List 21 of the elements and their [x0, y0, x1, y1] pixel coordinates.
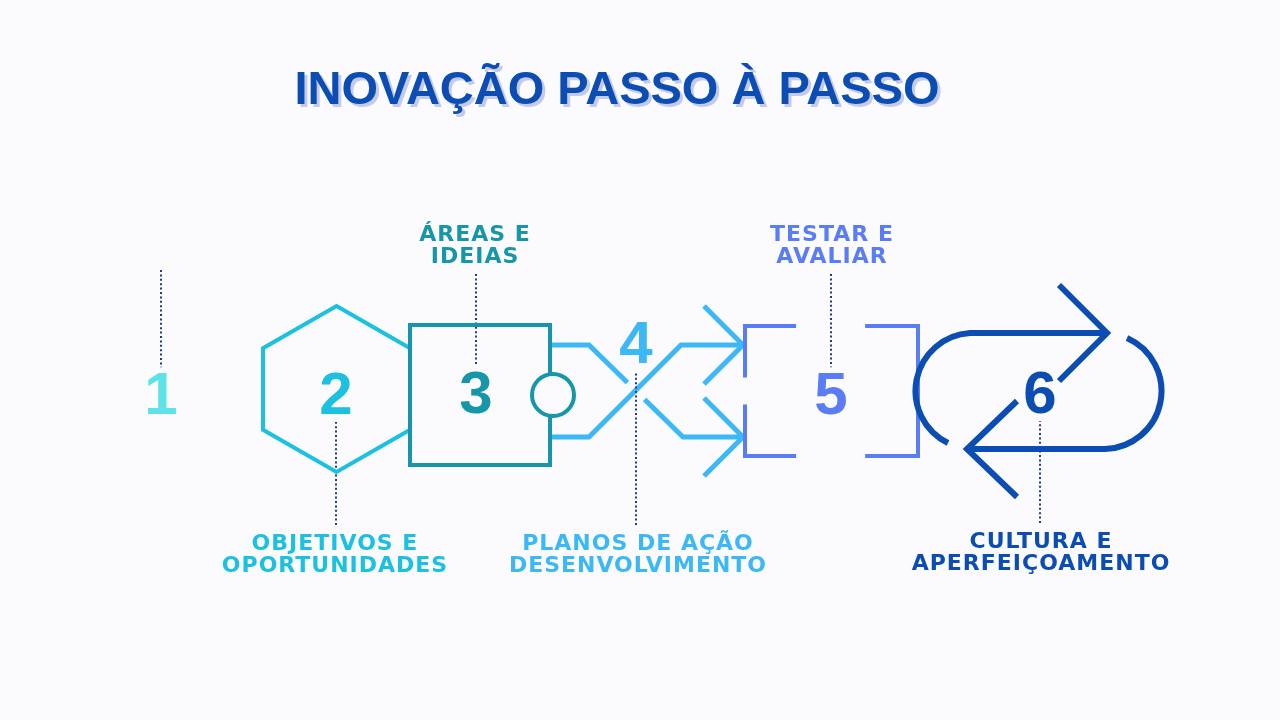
title: INOVAÇÃO PASSO À PASSO	[293, 60, 941, 116]
bracket-outline	[743, 324, 920, 458]
step-number: 3	[458, 370, 494, 418]
arrow	[552, 303, 746, 440]
step-number: 5	[813, 371, 849, 419]
step-label: OBJETIVOS E OPORTUNIDADES	[200, 529, 470, 579]
leader-line	[635, 370, 637, 526]
circle-outline	[530, 372, 576, 418]
step-number: 1	[143, 371, 179, 419]
step-number: 2	[318, 371, 354, 419]
leader-line	[335, 421, 337, 526]
step-number: 6	[1022, 370, 1058, 418]
leader-line	[830, 273, 832, 369]
step-number: 4	[618, 320, 654, 368]
step-label: TESTAR E AVALIAR	[742, 220, 922, 270]
step-label: CULTURA E APERFEIÇOAMENTO	[891, 527, 1191, 577]
step-label: PLANOS DE AÇÃO DESENVOLVIMENTO	[483, 529, 793, 579]
arrow	[552, 342, 746, 479]
leader-line	[1039, 420, 1041, 524]
step-label: ÁREAS E IDEIAS	[390, 220, 560, 270]
square-outline	[408, 323, 552, 467]
